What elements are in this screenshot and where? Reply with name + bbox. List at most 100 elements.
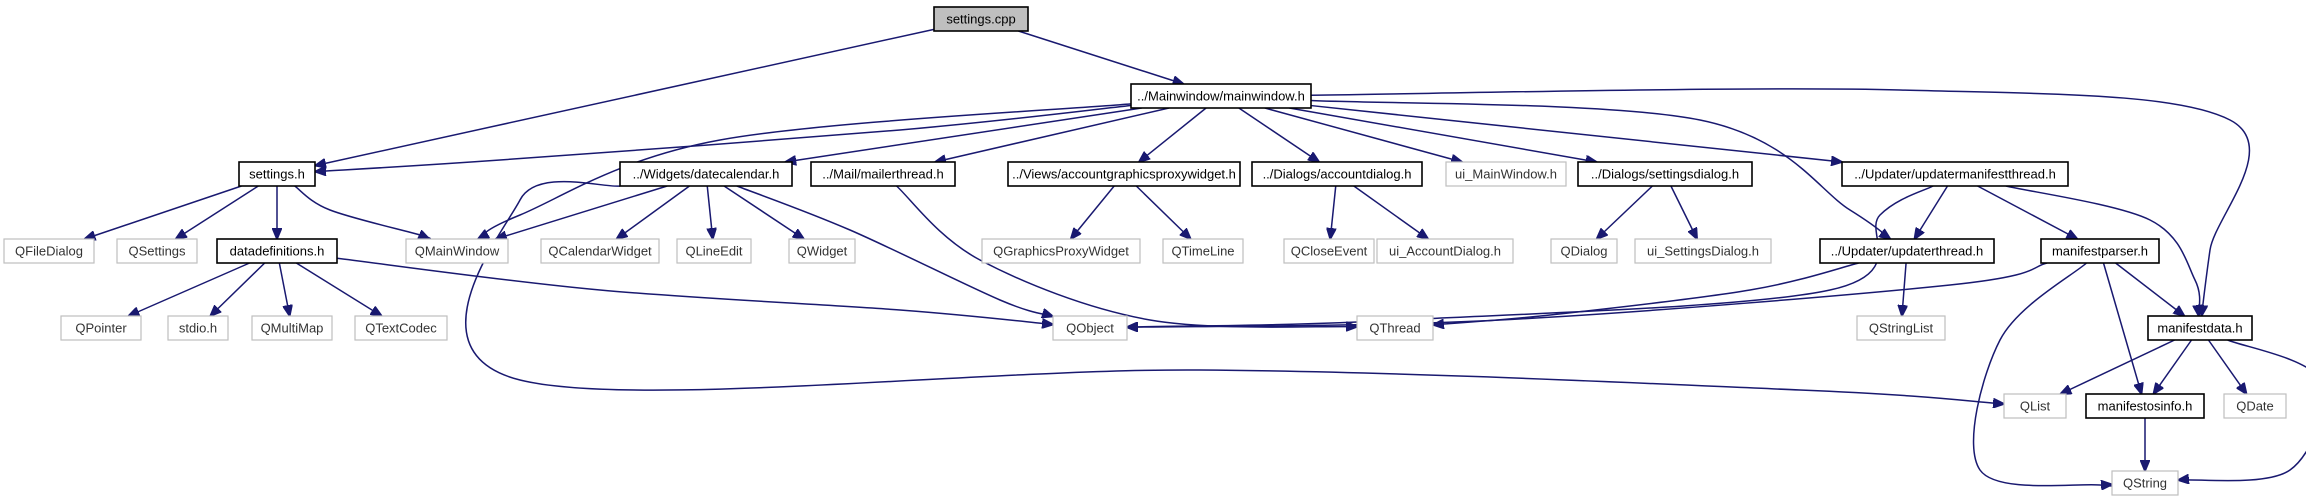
node-label: ../Widgets/datecalendar.h [633, 167, 780, 182]
node-ui-settingsdialog-h: ui_SettingsDialog.h [1634, 238, 1772, 264]
node-label: ui_AccountDialog.h [1389, 244, 1501, 259]
node-label: QMultiMap [261, 321, 324, 336]
node-settings-h[interactable]: settings.h [238, 161, 316, 187]
edge-datadefinitions-h-to-qmultimap [278, 262, 289, 316]
node-box [1130, 83, 1312, 109]
node-manifestdata-h[interactable]: manifestdata.h [2147, 315, 2253, 341]
edge-datadefinitions-h-to-stdio-h [210, 262, 266, 316]
node-qlineedit: QLineEdit [676, 238, 752, 264]
node-box [1052, 315, 1128, 341]
node-label: QStringList [1869, 321, 1934, 336]
node-label: ../Updater/updaterthread.h [1831, 244, 1984, 259]
node-box [354, 315, 448, 341]
edge-mainwindow-h-to-settings-h [315, 104, 1132, 172]
node-qstringlist: QStringList [1856, 315, 1946, 341]
node-manifestosinfo-h[interactable]: manifestosinfo.h [2085, 393, 2205, 419]
node-qlist: QList [2003, 393, 2067, 419]
node-label: manifestparser.h [2052, 244, 2148, 259]
node-label: QCloseEvent [1291, 244, 1368, 259]
node-box [167, 315, 229, 341]
node-qwidget: QWidget [788, 238, 856, 264]
edge-mainwindow-h-to-updaterthread-h [1310, 99, 1890, 239]
node-datecalendar-h[interactable]: ../Widgets/datecalendar.h [619, 161, 793, 187]
node-box [1007, 161, 1241, 187]
node-label: QFileDialog [15, 244, 83, 259]
node-label: QThread [1369, 321, 1420, 336]
node-label: QGraphicsProxyWidget [993, 244, 1129, 259]
node-box [116, 238, 198, 264]
node-settingsdialog-h[interactable]: ../Dialogs/settingsdialog.h [1577, 161, 1753, 187]
node-qobject: QObject [1052, 315, 1128, 341]
edge-datecalendar-h-to-qcalendarwidget [617, 185, 690, 239]
node-qtimeline: QTimeLine [1162, 238, 1244, 264]
node-box [1577, 161, 1753, 187]
node-accountdialog-h[interactable]: ../Dialogs/accountdialog.h [1251, 161, 1423, 187]
node-manifestparser-h[interactable]: manifestparser.h [2040, 238, 2160, 264]
edge-mainwindow-h-to-accountdialog-h [1238, 107, 1319, 162]
edge-settings-cpp-to-settings-h [315, 28, 935, 165]
edge-mainwindow-h-to-settingsdialog-h [1289, 107, 1596, 162]
node-mainwindow-h[interactable]: ../Mainwindow/mainwindow.h [1130, 83, 1312, 109]
edge-accountgraphics-h-to-qtimeline [1135, 185, 1190, 239]
node-label: QObject [1066, 321, 1114, 336]
edge-manifestdata-h-to-manifestosinfo-h [2153, 339, 2193, 394]
edge-manifestdata-h-to-qstring [2178, 339, 2306, 481]
node-mailerthread-h[interactable]: ../Mail/mailerthread.h [810, 161, 956, 187]
edge-datecalendar-h-to-qlineedit [706, 185, 713, 239]
edge-manifestdata-h-to-qdate [2207, 339, 2246, 394]
node-box [2040, 238, 2160, 264]
node-box [788, 238, 856, 264]
node-label: ../Dialogs/accountdialog.h [1263, 167, 1412, 182]
node-qcloseevent: QCloseEvent [1283, 238, 1375, 264]
node-settings-cpp[interactable]: settings.cpp [933, 6, 1029, 32]
node-box [2003, 393, 2067, 419]
node-label: QString [2123, 476, 2167, 491]
node-box [1841, 161, 2069, 187]
node-label: manifestosinfo.h [2098, 399, 2193, 414]
node-ui-accountdialog-h: ui_AccountDialog.h [1376, 238, 1514, 264]
node-datadefinitions-h[interactable]: datadefinitions.h [216, 238, 338, 264]
edge-datadefinitions-h-to-qobject [336, 257, 1053, 324]
node-box [1162, 238, 1244, 264]
node-qthread: QThread [1356, 315, 1434, 341]
node-label: QWidget [797, 244, 848, 259]
node-accountgraphics-h[interactable]: ../Views/accountgraphicsproxywidget.h [1007, 161, 1241, 187]
edge-accountdialog-h-to-ui-accountdialog-h [1353, 185, 1428, 239]
node-box [2147, 315, 2253, 341]
edge-manifestparser-h-to-manifestdata-h [2115, 262, 2185, 316]
edge-mainwindow-h-to-qmainwindow [478, 103, 1132, 239]
node-box [216, 238, 338, 264]
edges-layer [85, 28, 2306, 486]
node-box [2111, 470, 2179, 496]
edge-datecalendar-h-to-qlist [465, 180, 2004, 404]
node-label: ../Dialogs/settingsdialog.h [1591, 167, 1739, 182]
node-qsettings: QSettings [116, 238, 198, 264]
node-box [981, 238, 1141, 264]
edge-updatermanifest-h-to-manifestparser-h [1977, 185, 2078, 239]
node-label: QDialog [1561, 244, 1608, 259]
node-label: ../Mainwindow/mainwindow.h [1137, 89, 1305, 104]
node-qmultimap: QMultiMap [251, 315, 333, 341]
edge-settings-cpp-to-mainwindow-h [1018, 30, 1183, 84]
node-box [619, 161, 793, 187]
node-label: datadefinitions.h [230, 244, 325, 259]
node-box [1356, 315, 1434, 341]
node-box [1550, 238, 1618, 264]
node-box [3, 238, 95, 264]
node-qgraphicsproxywidget: QGraphicsProxyWidget [981, 238, 1141, 264]
node-box [1634, 238, 1772, 264]
edge-mainwindow-h-to-mailerthread-h [935, 107, 1170, 162]
node-qstring: QString [2111, 470, 2179, 496]
node-box [933, 6, 1029, 32]
node-updaterthread-h[interactable]: ../Updater/updaterthread.h [1819, 238, 1995, 264]
node-label: QList [2020, 399, 2051, 414]
node-label: ui_SettingsDialog.h [1647, 244, 1759, 259]
node-label: settings.h [249, 167, 305, 182]
node-updatermanifest-h[interactable]: ../Updater/updatermanifestthread.h [1841, 161, 2069, 187]
node-stdio-h: stdio.h [167, 315, 229, 341]
node-box [60, 315, 142, 341]
node-box [405, 238, 509, 264]
edge-datecalendar-h-to-qobject [736, 185, 1053, 316]
edge-settingsdialog-h-to-qdialog [1597, 185, 1653, 239]
